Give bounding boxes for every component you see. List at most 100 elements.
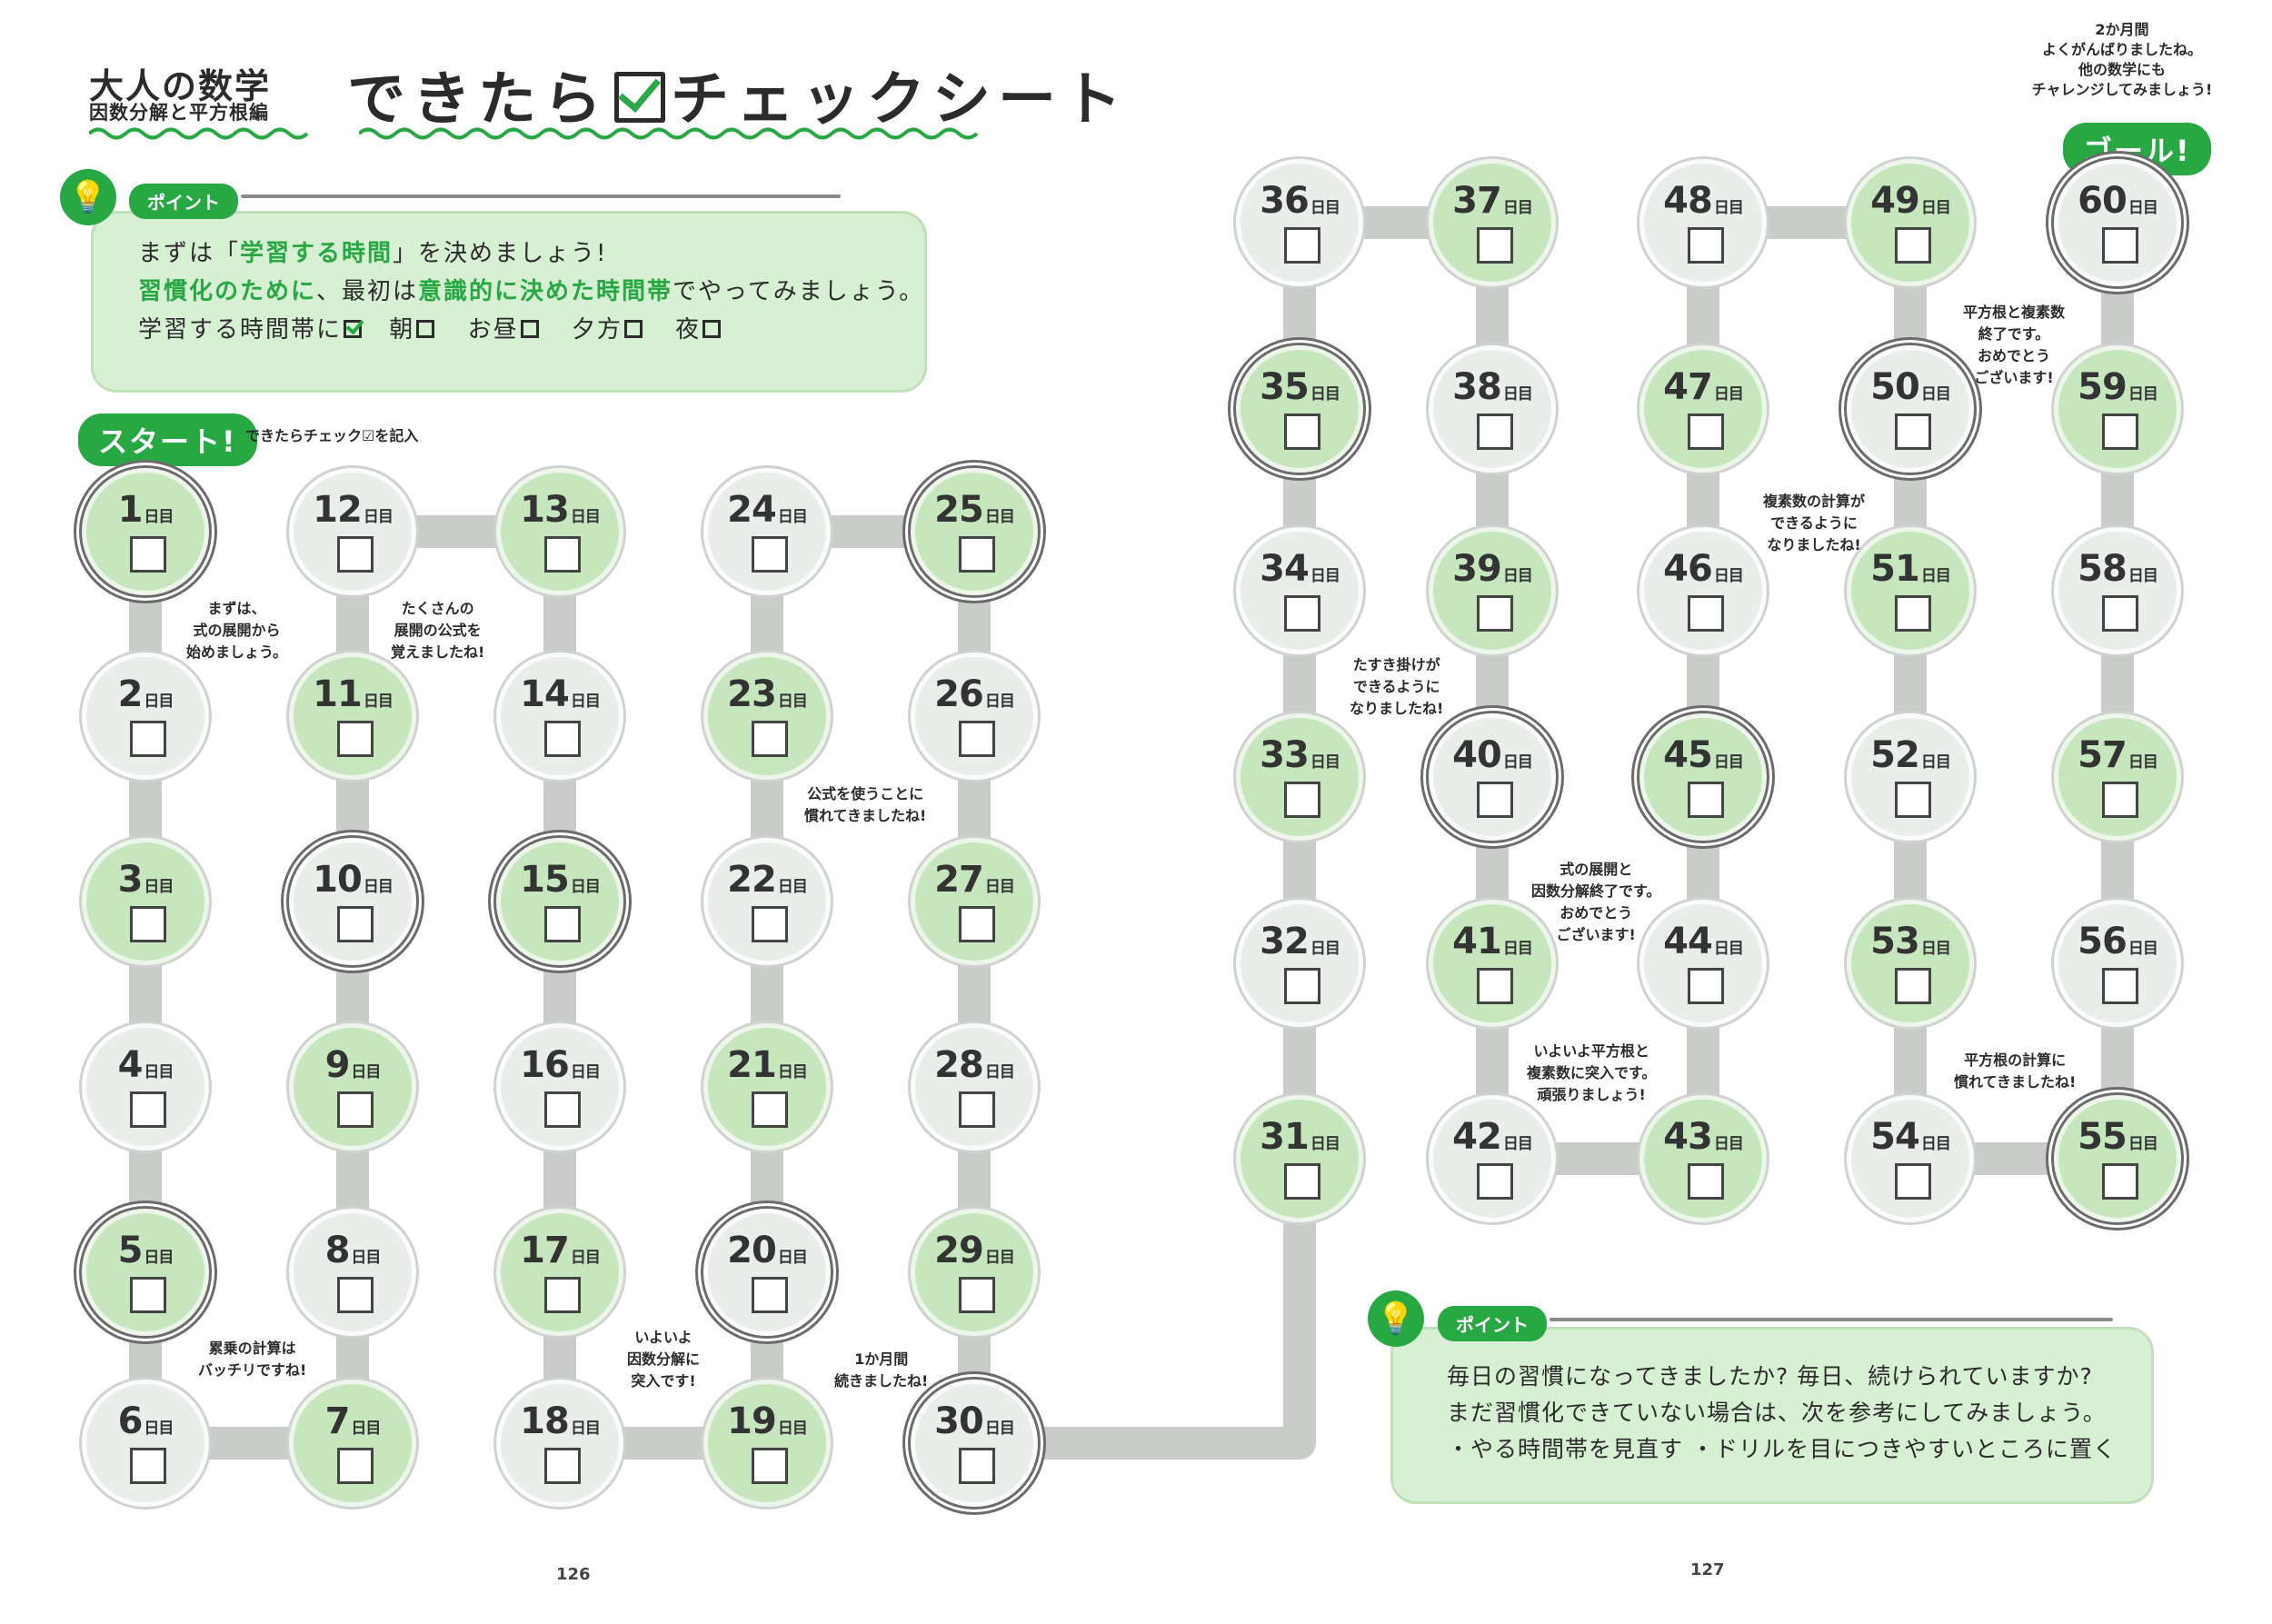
day-checkbox[interactable] [2102, 782, 2138, 818]
day-checkbox[interactable] [1688, 595, 1724, 632]
day-checkbox[interactable] [752, 721, 788, 757]
point-label-bottom: ポイント [1438, 1306, 1547, 1341]
day-checkbox[interactable] [337, 1277, 374, 1313]
day-checkbox[interactable] [1895, 1163, 1931, 1200]
day-checkbox[interactable] [752, 1448, 788, 1484]
checkbox-checked[interactable] [344, 319, 363, 338]
day-checkbox[interactable] [2102, 595, 2138, 632]
checkbox-morning[interactable] [416, 319, 435, 338]
day-checkbox[interactable] [752, 1277, 788, 1313]
day-checkbox[interactable] [1688, 227, 1724, 264]
day-checkbox[interactable] [1477, 595, 1513, 632]
day-checkbox[interactable] [1688, 968, 1724, 1004]
book-title: 大人の数学 [89, 66, 272, 106]
sheet-title: できたらチェックシート [347, 53, 1129, 136]
day-checkbox[interactable] [130, 1091, 166, 1128]
day-checkbox[interactable] [1284, 968, 1320, 1004]
day-checkbox[interactable] [544, 1277, 581, 1313]
day-checkbox[interactable] [544, 1448, 581, 1484]
day-checkbox[interactable] [959, 1277, 995, 1313]
day-checkbox[interactable] [1688, 782, 1724, 818]
checkbox-noon[interactable] [520, 319, 539, 338]
day-checkbox[interactable] [1688, 413, 1724, 450]
day-checkbox[interactable] [1284, 595, 1320, 632]
day-checkbox[interactable] [1284, 782, 1320, 818]
day-checkbox[interactable] [959, 1448, 995, 1484]
day-checkbox[interactable] [130, 1448, 166, 1484]
day-checkbox[interactable] [544, 906, 581, 942]
day-checkbox[interactable] [1477, 227, 1513, 264]
day-checkbox[interactable] [130, 721, 166, 757]
day-checkbox[interactable] [337, 721, 374, 757]
day-checkbox[interactable] [544, 536, 581, 573]
day-checkbox[interactable] [544, 1091, 581, 1128]
day-checkbox[interactable] [1284, 227, 1320, 264]
day-checkbox[interactable] [1895, 413, 1931, 450]
day-checkbox[interactable] [1688, 1163, 1724, 1200]
day-checkbox[interactable] [1477, 782, 1513, 818]
day-checkbox[interactable] [752, 906, 788, 942]
day-checkbox[interactable] [1895, 782, 1931, 818]
day-checkbox[interactable] [337, 1091, 374, 1128]
day-checkbox[interactable] [752, 536, 788, 573]
day-checkbox[interactable] [959, 721, 995, 757]
checkbox-night[interactable] [703, 319, 722, 338]
day-checkbox[interactable] [1477, 1163, 1513, 1200]
day-checkbox[interactable] [130, 906, 166, 942]
day-checkbox[interactable] [1895, 227, 1931, 264]
day-checkbox[interactable] [1477, 413, 1513, 450]
day-checkbox[interactable] [959, 1091, 995, 1128]
day-checkbox[interactable] [959, 536, 995, 573]
day-checkbox[interactable] [544, 721, 581, 757]
checkbox-evening[interactable] [623, 319, 643, 338]
day-checkbox[interactable] [130, 1277, 166, 1313]
day-checkbox[interactable] [1284, 413, 1320, 450]
day-checkbox[interactable] [130, 536, 166, 573]
day-checkbox[interactable] [752, 1091, 788, 1128]
day-checkbox[interactable] [2102, 968, 2138, 1004]
day-checkbox[interactable] [337, 536, 374, 573]
day-checkbox[interactable] [1895, 595, 1931, 632]
day-checkbox[interactable] [337, 1448, 374, 1484]
day-checkbox[interactable] [1477, 968, 1513, 1004]
day-checkbox[interactable] [2102, 1163, 2138, 1200]
day-checkbox[interactable] [2102, 227, 2138, 264]
checkbox-icon [614, 72, 665, 124]
day-checkbox[interactable] [1895, 968, 1931, 1004]
day-checkbox[interactable] [2102, 413, 2138, 450]
day-checkbox[interactable] [1284, 1163, 1320, 1200]
day-checkbox[interactable] [337, 906, 374, 942]
day-checkbox[interactable] [959, 906, 995, 942]
goal-message: 2か月間 よくがんばりましたね。 他の数学にも チャレンジしてみましょう! [2031, 21, 2213, 98]
